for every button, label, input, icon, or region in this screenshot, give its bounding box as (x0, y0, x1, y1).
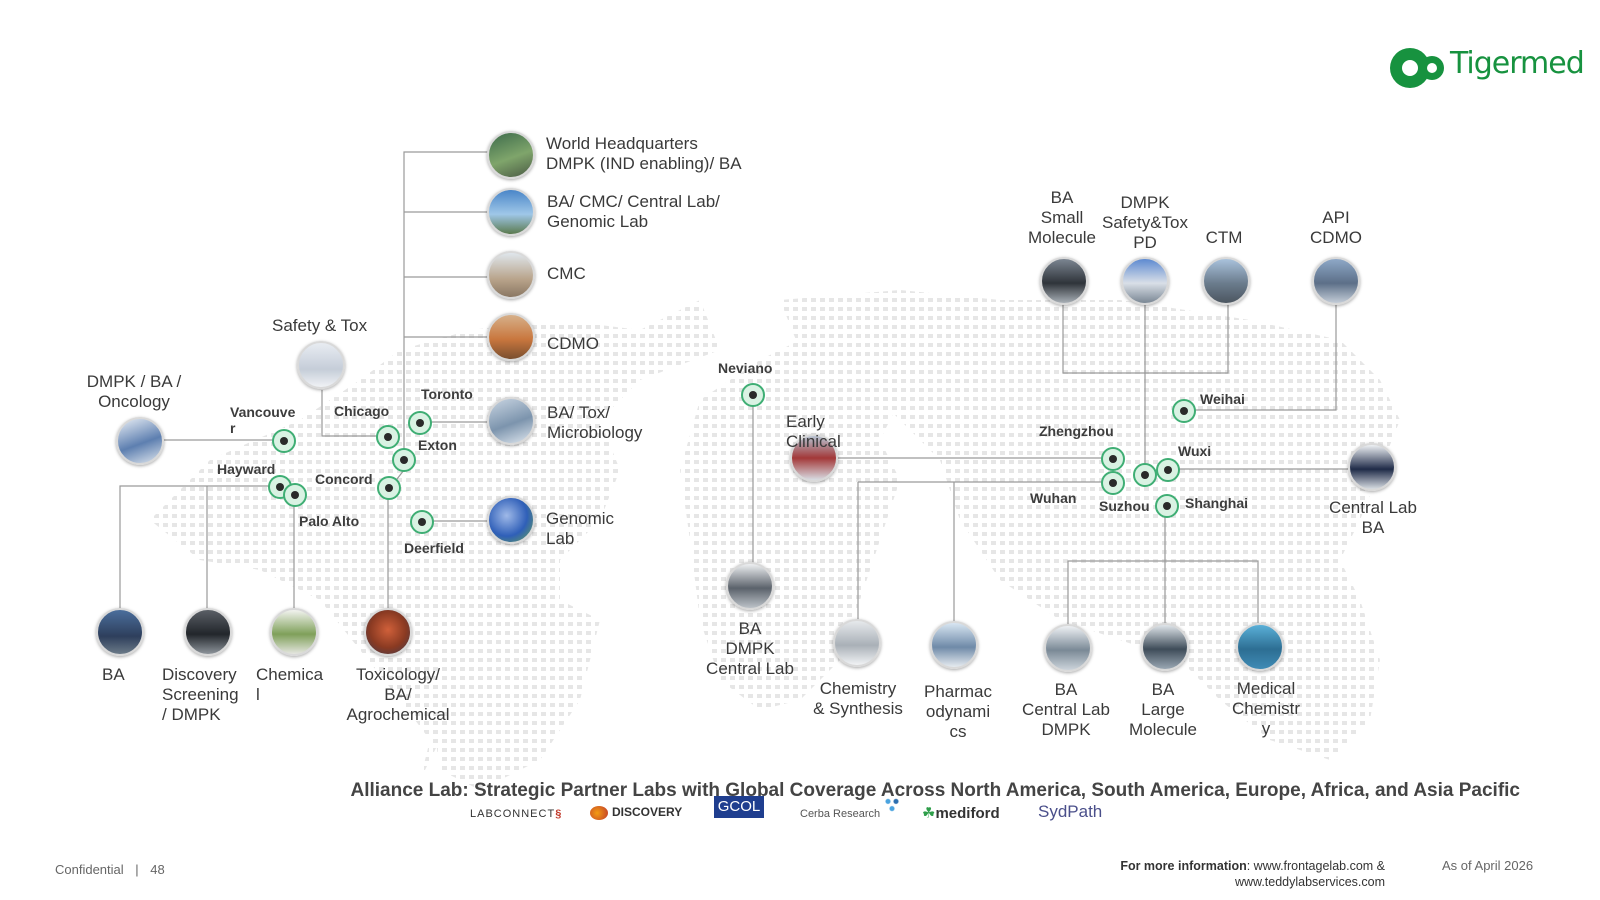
tox-micro-label: BA/ Tox/ Microbiology (547, 403, 643, 442)
early-clinical-label: Early Clinical (786, 412, 841, 451)
footer-confidential: Confidential | 48 (55, 862, 165, 877)
city-toronto: Toronto (421, 386, 473, 402)
ba-large-label: BA Large Molecule (1128, 680, 1198, 739)
genomic-label: Genomic Lab (546, 509, 615, 548)
pin-weihai[interactable] (1172, 399, 1196, 423)
city-deerfield: Deerfield (404, 540, 464, 556)
early-clinical-photo (790, 434, 838, 482)
city-exton: Exton (418, 437, 457, 453)
ba-cl-dmpk-label: BA Central Lab DMPK (1022, 680, 1110, 739)
headline: Alliance Lab: Strategic Partner Labs wit… (350, 780, 1520, 801)
dmpk-tox-photo (1121, 257, 1169, 305)
world-hq-photo (487, 131, 535, 179)
ba-dmpk-cl-photo (726, 562, 774, 610)
safety-tox-label: Safety & Tox (272, 316, 368, 335)
city-shanghai: Shanghai (1185, 495, 1249, 511)
city-hayward: Hayward (217, 461, 276, 477)
dmpk-oncology-photo (116, 417, 164, 465)
pin-wuhan[interactable] (1101, 471, 1125, 495)
footer-info: For more information: www.frontagelab.co… (1040, 858, 1385, 890)
tigermed-logo-icon (1390, 48, 1444, 88)
ctm-label: CTM (1205, 228, 1243, 247)
pharmaco-label: Pharmac odynami cs (923, 682, 993, 741)
pin-deerfield[interactable] (410, 510, 434, 534)
pin-exton[interactable] (392, 448, 416, 472)
central-lab-ba-label: Central Lab BA (1329, 498, 1417, 537)
ba-photo (96, 608, 144, 656)
dmpk-tox-label: DMPK Safety&Tox PD (1102, 193, 1188, 252)
partner-discovery: DISCOVERY (590, 805, 682, 820)
cerba-dots-icon (882, 796, 903, 814)
mediford-leaf-icon: ☘ (922, 805, 936, 822)
city-vancouver: Vancouve r (230, 404, 296, 436)
pin-vancouver[interactable] (272, 429, 296, 453)
dmpk-oncology-label: DMPK / BA / Oncology (86, 372, 182, 411)
discovery-flame-icon (590, 805, 608, 820)
pin-shanghai[interactable] (1155, 494, 1179, 518)
discovery-label: Discovery Screening / DMPK (162, 665, 239, 724)
pin-neviano[interactable] (741, 383, 765, 407)
cdmo-label: CDMO (547, 334, 599, 353)
central-lab-ba-photo (1348, 443, 1396, 491)
chemical-label: Chemica l (256, 665, 324, 704)
central-lab-label: BA/ CMC/ Central Lab/ Genomic Lab (547, 192, 720, 231)
info-text: : www.frontagelab.com & (1246, 859, 1385, 873)
world-hq-label: World Headquarters DMPK (IND enabling)/ … (546, 134, 742, 173)
ctm-photo (1202, 257, 1250, 305)
partner-cerba: Cerba Research (800, 796, 903, 826)
med-chem-label: Medical Chemistr y (1231, 679, 1300, 738)
toxicology-label: Toxicology/ BA/ Agrochemical (346, 665, 450, 724)
ba-small-label: BA Small Molecule (1027, 188, 1097, 247)
connector-lines (119, 151, 1348, 630)
pin-concord[interactable] (377, 476, 401, 500)
toxicology-photo (364, 608, 412, 656)
pharmaco-photo (930, 621, 978, 669)
tox-micro-photo (487, 397, 535, 445)
ba-cl-dmpk-photo (1044, 624, 1092, 672)
partner-gcol: GCOL (714, 796, 764, 818)
footer-date: As of April 2026 (1442, 858, 1534, 873)
cmc-photo (487, 251, 535, 299)
city-wuxi: Wuxi (1178, 443, 1212, 459)
city-weihai: Weihai (1200, 391, 1245, 407)
ba-label: BA (102, 665, 125, 684)
genomic-photo (487, 496, 535, 544)
ba-small-photo (1040, 257, 1088, 305)
city-suzhou: Suzhou (1099, 498, 1150, 514)
labconnect-mark-icon: § (555, 808, 563, 820)
safety-tox-photo (297, 341, 345, 389)
chemistry-photo (833, 619, 881, 667)
chemistry-label: Chemistry & Synthesis (813, 679, 903, 718)
cdmo-photo (487, 313, 535, 361)
partner-sydpath: SydPath (1038, 802, 1103, 821)
chemical-photo (270, 608, 318, 656)
city-neviano: Neviano (718, 360, 773, 376)
api-label: API CDMO (1310, 208, 1362, 247)
pin-wuxi[interactable] (1156, 458, 1180, 482)
ba-large-photo (1141, 623, 1189, 671)
partner-labconnect: LABCONNECT§ (470, 808, 563, 820)
pin-toronto[interactable] (408, 411, 432, 435)
pin-suzhou[interactable] (1133, 463, 1157, 487)
brand-name: Tigermed (1450, 46, 1585, 81)
info-label: For more information (1120, 859, 1247, 873)
city-wuhan: Wuhan (1030, 490, 1077, 506)
city-chicago: Chicago (334, 403, 390, 419)
info-line2: www.teddylabservices.com (1234, 875, 1385, 889)
med-chem-photo (1236, 623, 1284, 671)
city-concord: Concord (315, 471, 373, 487)
pin-zhengzhou[interactable] (1101, 447, 1125, 471)
central-lab-photo (487, 188, 535, 236)
pin-palo-alto[interactable] (283, 483, 307, 507)
cmc-label: CMC (547, 264, 586, 283)
pin-chicago[interactable] (376, 425, 400, 449)
page-number: 48 (150, 862, 165, 877)
partner-mediford: ☘mediford (922, 805, 1000, 822)
city-palo-alto: Palo Alto (299, 513, 360, 529)
city-zhengzhou: Zhengzhou (1039, 423, 1114, 439)
api-photo (1312, 257, 1360, 305)
discovery-photo (184, 608, 232, 656)
ba-dmpk-cl-label: BA DMPK Central Lab (706, 619, 794, 678)
